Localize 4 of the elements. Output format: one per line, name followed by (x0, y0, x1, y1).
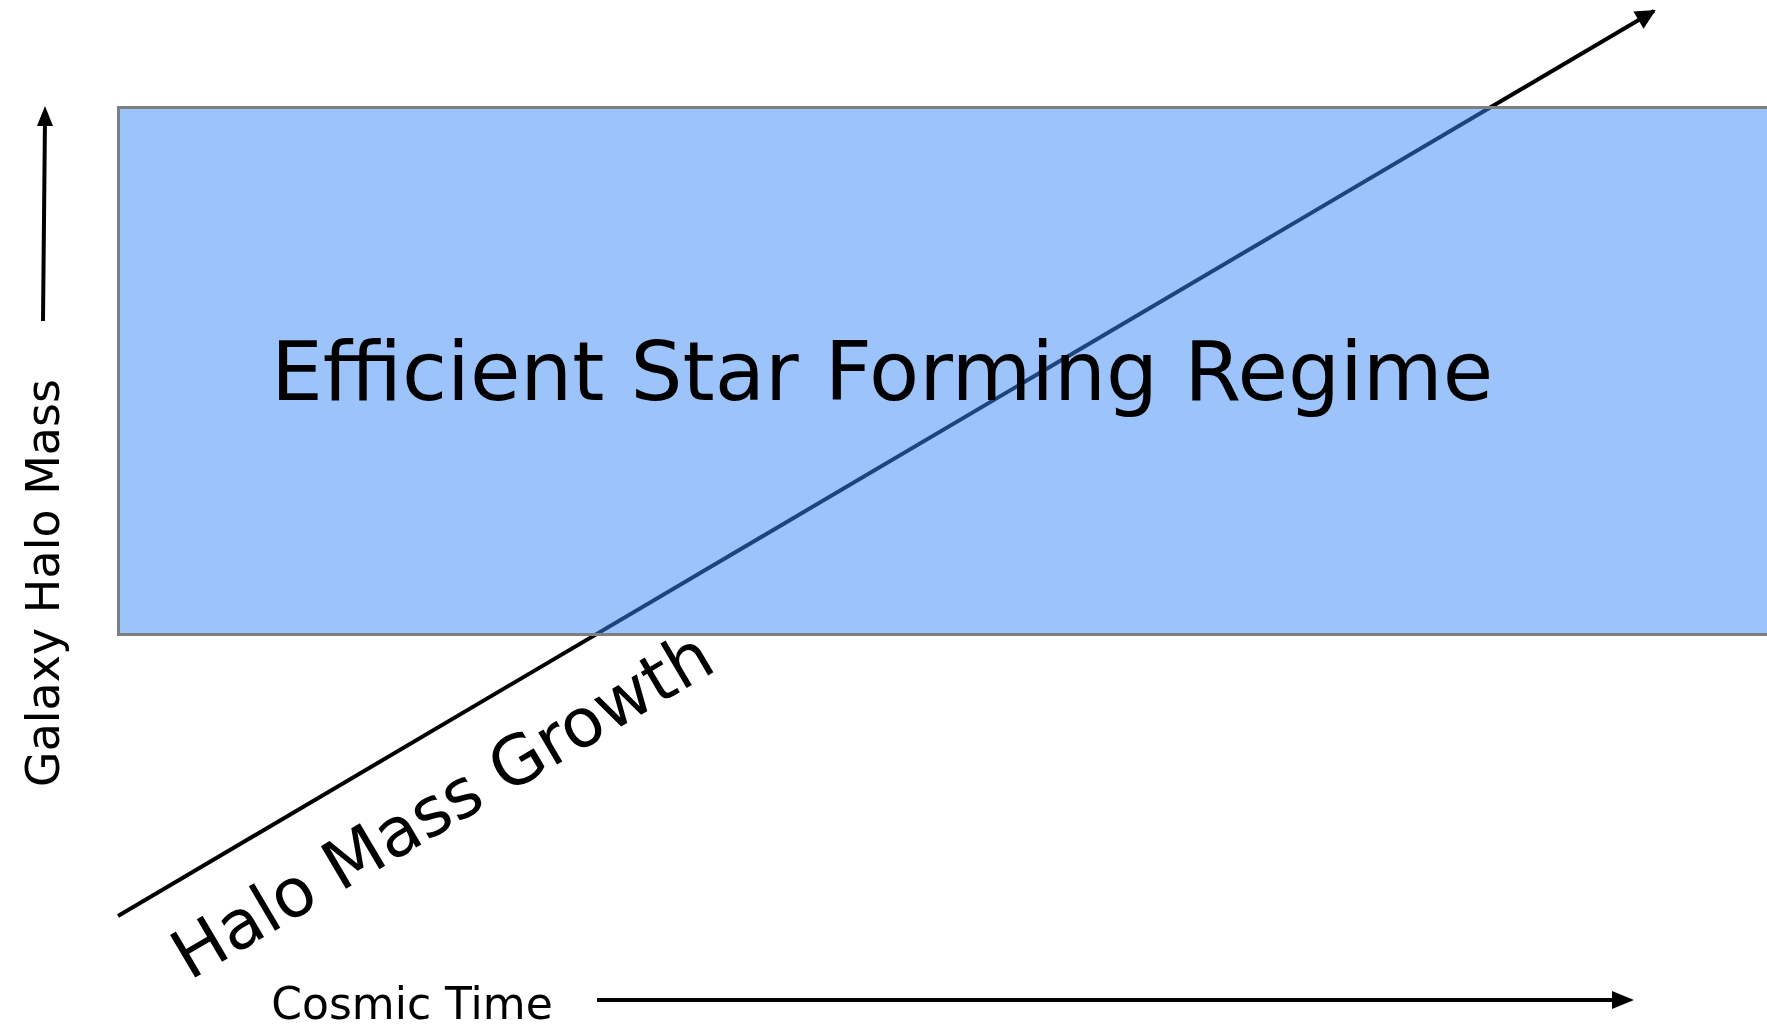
y-axis-label: Galaxy Halo Mass (16, 379, 70, 787)
regime-box (117, 106, 1767, 636)
regime-label: Efficient Star Forming Regime (270, 323, 1494, 419)
x-axis-label: Cosmic Time (271, 977, 553, 1029)
